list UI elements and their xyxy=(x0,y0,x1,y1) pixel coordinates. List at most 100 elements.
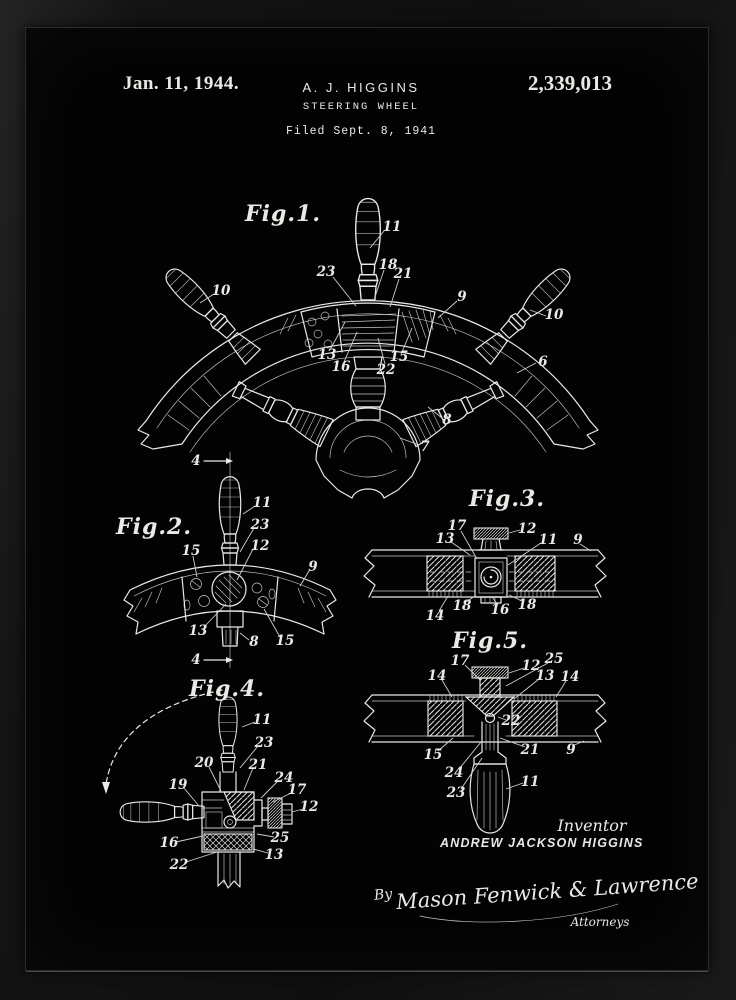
ref-numeral-18: 18 xyxy=(452,598,472,614)
leader-line xyxy=(427,406,443,419)
leader-line xyxy=(208,766,222,792)
leader-line xyxy=(450,541,471,556)
ref-numeral-25: 25 xyxy=(270,830,290,846)
leader-line xyxy=(260,780,279,799)
ref-numeral-9: 9 xyxy=(308,559,318,575)
leader-line xyxy=(513,678,540,700)
ref-numeral-22: 22 xyxy=(501,713,521,729)
ref-numeral-9: 9 xyxy=(566,742,576,758)
ref-numeral-13: 13 xyxy=(535,668,555,684)
ref-numeral-7: 7 xyxy=(420,439,430,455)
leader-line xyxy=(508,529,521,534)
ref-numeral-10: 10 xyxy=(211,283,231,299)
leader-line xyxy=(239,745,259,769)
ref-numeral-20: 20 xyxy=(194,755,214,771)
ref-numeral-14: 14 xyxy=(427,668,447,684)
leader-line xyxy=(399,437,420,446)
leader-line xyxy=(263,608,281,638)
ref-numeral-4: 4 xyxy=(191,453,201,469)
attorneys-label: Attorneys xyxy=(570,915,630,929)
leader-line xyxy=(505,782,524,790)
leader-line xyxy=(377,337,386,365)
fig5-section-drawing xyxy=(363,666,607,834)
leader-line xyxy=(505,662,549,687)
by-label: By xyxy=(373,886,393,904)
leader-line xyxy=(389,278,400,308)
leader-line xyxy=(401,327,413,353)
patent-date: Jan. 11, 1944. xyxy=(122,73,240,94)
leader-line xyxy=(291,808,304,813)
ref-numeral-11: 11 xyxy=(382,219,402,235)
ref-numeral-22: 22 xyxy=(376,362,396,378)
leader-line xyxy=(183,787,200,807)
ref-numeral-22: 22 xyxy=(169,857,189,873)
ref-numeral-21: 21 xyxy=(520,742,540,758)
ref-numeral-11: 11 xyxy=(252,712,272,728)
leader-line xyxy=(458,741,482,770)
ref-numeral-9: 9 xyxy=(573,532,583,548)
ref-numeral-23: 23 xyxy=(446,785,466,801)
fig4-folding-handle-drawing xyxy=(102,689,293,889)
ref-numeral-6: 6 xyxy=(538,354,548,370)
ref-numeral-25: 25 xyxy=(544,651,564,667)
leader-line xyxy=(332,276,357,307)
leader-line xyxy=(256,833,275,838)
ref-numeral-11: 11 xyxy=(520,774,540,790)
leader-line xyxy=(529,309,547,317)
callout-leader-lines xyxy=(175,230,592,863)
leader-line xyxy=(243,767,254,791)
ref-numeral-14: 14 xyxy=(425,608,445,624)
figure-label: Fig.2. xyxy=(116,514,192,540)
fig3-section-drawing xyxy=(363,527,607,604)
signature-flourish xyxy=(419,903,619,923)
leader-line xyxy=(460,530,478,560)
leader-line xyxy=(491,596,499,606)
fig1-steering-wheel-drawing xyxy=(137,197,599,499)
inventor-name-header: A. J. HIGGINS xyxy=(302,80,420,95)
ref-numeral-18: 18 xyxy=(378,257,398,273)
ref-numeral-19: 19 xyxy=(168,777,188,793)
patent-title: STEERING WHEEL xyxy=(302,101,420,113)
filing-date: Filed Sept. 8, 1941 xyxy=(285,125,437,138)
leader-line xyxy=(236,548,254,581)
ref-numeral-12: 12 xyxy=(517,521,537,537)
leader-line xyxy=(199,293,215,304)
leader-line xyxy=(464,664,481,681)
leader-line xyxy=(192,555,198,578)
ref-numeral-17: 17 xyxy=(450,653,470,669)
leader-line xyxy=(241,721,256,728)
leader-line xyxy=(499,737,526,748)
leader-line xyxy=(571,740,585,747)
ref-numeral-12: 12 xyxy=(299,799,319,815)
ref-numeral-15: 15 xyxy=(389,349,409,365)
leader-line xyxy=(343,331,358,363)
leader-line xyxy=(508,667,525,674)
ref-numeral-23: 23 xyxy=(254,735,274,751)
ref-numeral-18: 18 xyxy=(517,597,537,613)
leader-line xyxy=(239,632,250,641)
patent-number: 2,339,013 xyxy=(528,71,612,95)
leader-line xyxy=(437,737,454,752)
inventor-label: Inventor xyxy=(557,816,627,835)
ref-numeral-16: 16 xyxy=(159,835,179,851)
leader-line xyxy=(497,716,507,721)
leader-line xyxy=(239,527,255,553)
leader-line xyxy=(369,230,385,249)
leader-line xyxy=(437,300,458,319)
ref-numeral-21: 21 xyxy=(393,266,413,282)
ref-numeral-16: 16 xyxy=(490,602,510,618)
ref-numeral-17: 17 xyxy=(447,518,467,534)
leader-line xyxy=(272,792,292,803)
ref-numeral-9: 9 xyxy=(457,289,467,305)
figure-label: Fig.3. xyxy=(469,486,545,512)
ref-numeral-10: 10 xyxy=(544,307,564,323)
ref-numeral-8: 8 xyxy=(442,412,452,428)
ref-numeral-13: 13 xyxy=(435,531,455,547)
leader-line xyxy=(438,595,449,612)
fig2-rim-segment-drawing xyxy=(123,451,337,669)
leader-line xyxy=(507,542,542,566)
leader-line xyxy=(175,835,204,843)
leader-line xyxy=(329,321,346,351)
